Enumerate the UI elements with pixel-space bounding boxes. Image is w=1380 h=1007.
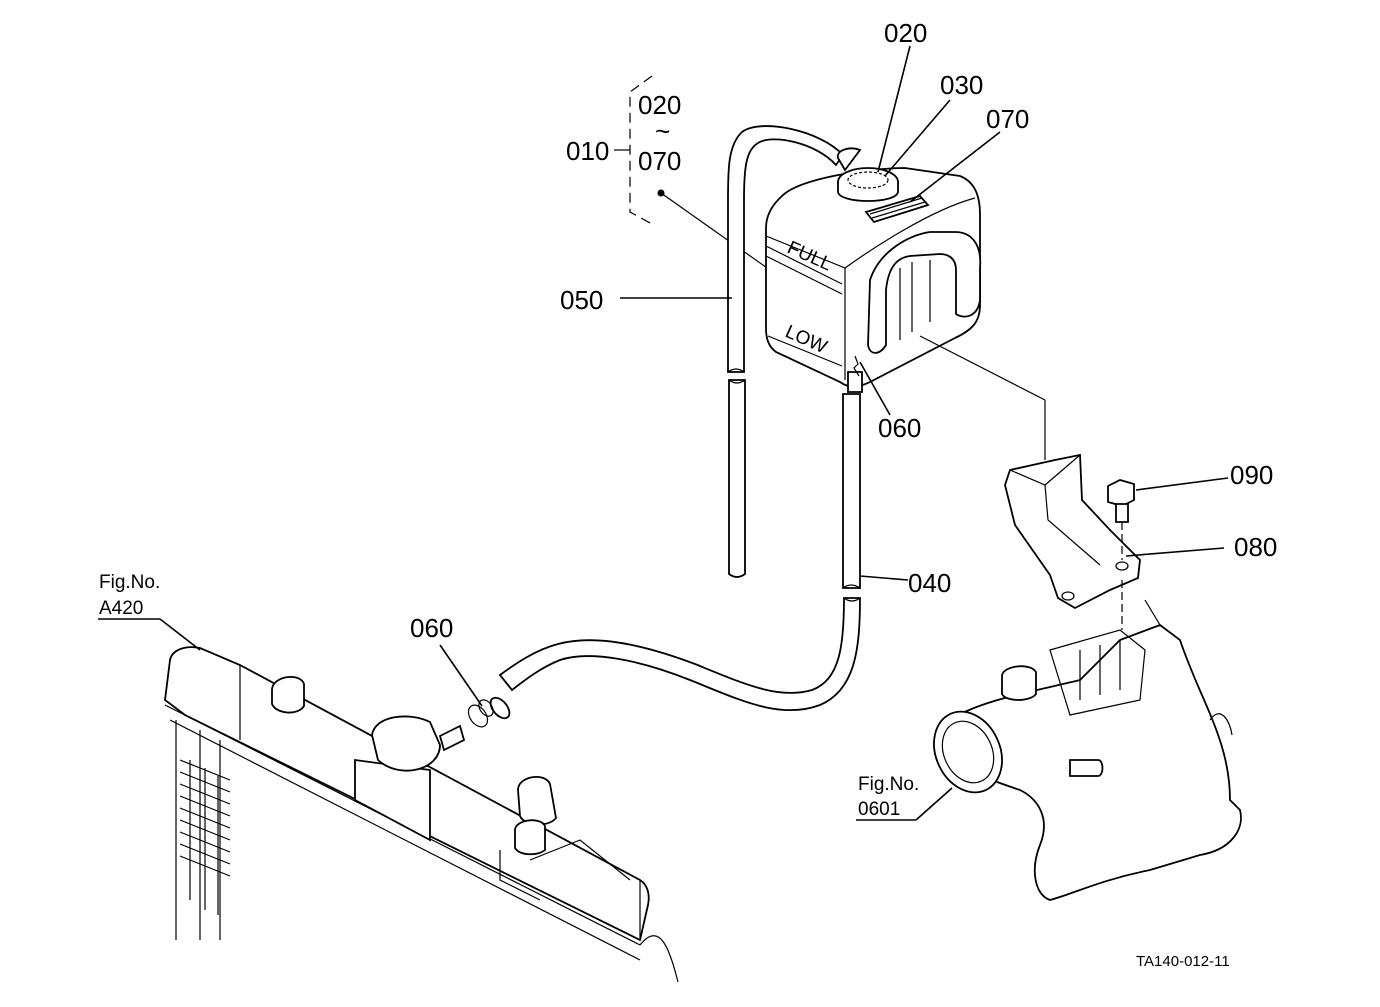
engine-housing <box>933 599 1242 901</box>
label-group-020: 020 <box>638 90 681 120</box>
label-040: 040 <box>908 568 951 598</box>
leader-lines <box>98 45 1229 821</box>
label-060-hose: 060 <box>410 613 453 643</box>
drawing-code: TA140-012-11 <box>1136 953 1230 970</box>
label-090: 090 <box>1230 460 1273 490</box>
label-070: 070 <box>986 104 1029 134</box>
fig-ref-radiator-prefix: Fig.No. <box>99 572 160 593</box>
label-010: 010 <box>566 136 609 166</box>
tank-cap <box>837 167 899 202</box>
label-050: 050 <box>560 285 603 315</box>
tank-bracket-080 <box>919 335 1141 630</box>
label-080: 080 <box>1234 532 1277 562</box>
reserve-tank <box>765 147 982 393</box>
part-labels: 020 030 070 020 ~ 070 010 050 060 040 09… <box>410 18 1277 643</box>
figure-ref-engine: Fig.No. 0601 <box>858 774 919 820</box>
bolt-090 <box>1107 479 1135 523</box>
fig-ref-engine-prefix: Fig.No. <box>858 774 919 795</box>
label-group-070: 070 <box>638 146 681 176</box>
figure-ref-radiator: Fig.No. A420 <box>99 572 160 619</box>
label-060-tank: 060 <box>878 413 921 443</box>
fig-ref-engine-number: 0601 <box>858 799 900 820</box>
fig-ref-radiator-number: A420 <box>99 598 143 619</box>
label-group-tilde: ~ <box>655 116 670 146</box>
group-bracket-010 <box>614 75 771 271</box>
label-020: 020 <box>884 18 927 48</box>
label-030: 030 <box>940 70 983 100</box>
hose-040 <box>489 393 861 720</box>
hose-clamp-060 <box>467 699 494 728</box>
overflow-hose-050 <box>727 125 845 578</box>
radiator <box>164 646 679 983</box>
